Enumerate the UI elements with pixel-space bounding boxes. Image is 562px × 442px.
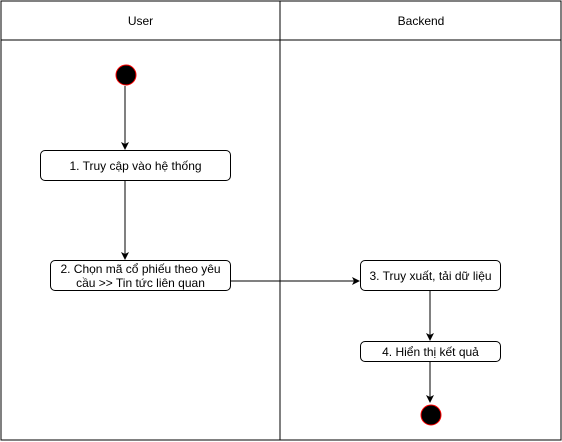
step-1-node: 1. Truy cập vào hệ thống <box>40 150 231 181</box>
swimlane-title-backend: Backend <box>397 13 445 28</box>
step-2-node: 2. Chọn mã cổ phiếu theo yêu cầu >> Tin … <box>50 260 231 291</box>
swimlane-title-user: User <box>127 13 154 28</box>
step-4-node: 4. Hiển thị kết quả <box>360 341 501 362</box>
start-node <box>115 64 137 86</box>
step-3-node: 3. Truy xuất, tải dữ liệu <box>360 260 501 291</box>
end-node <box>420 404 442 426</box>
